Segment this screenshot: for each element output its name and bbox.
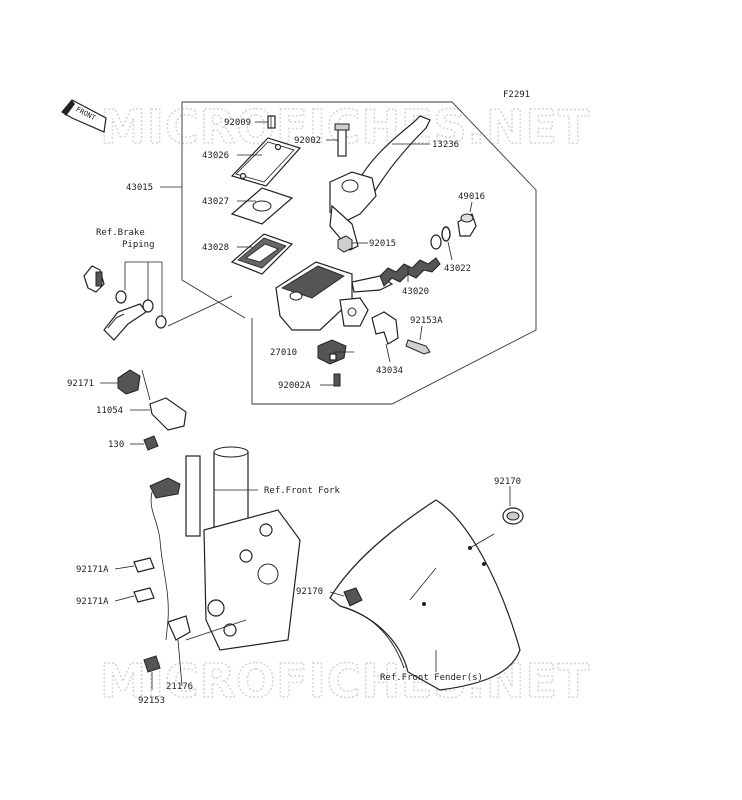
label-92170-top: 92170 <box>494 477 521 487</box>
switch-27010 <box>317 339 347 365</box>
label-21176: 21176 <box>166 682 193 692</box>
label-43015: 43015 <box>126 183 153 193</box>
pivot-bolt-92002 <box>334 123 350 157</box>
label-92153: 92153 <box>138 696 165 706</box>
label-92171A-1: 92171A <box>76 565 109 575</box>
label-92171: 92171 <box>67 379 94 389</box>
abs-sensor-wire <box>149 477 191 641</box>
leader-lines <box>100 121 511 690</box>
piston-kit-43020 <box>379 234 442 287</box>
assembly-box-left <box>181 102 246 319</box>
washer-3 <box>155 315 167 329</box>
label-43026: 43026 <box>202 151 229 161</box>
nut-92015 <box>337 235 353 253</box>
label-92171A-2: 92171A <box>76 597 109 607</box>
sensor-92171 <box>117 369 141 395</box>
clip-92171A-2 <box>133 587 155 603</box>
brake-hose-fitting <box>103 303 147 341</box>
label-49016: 49016 <box>458 192 485 202</box>
label-11054: 11054 <box>96 406 123 416</box>
label-92009: 92009 <box>224 118 251 128</box>
ref-brake-piping-line2: Piping <box>122 240 155 250</box>
diaphragm-43028 <box>230 233 294 275</box>
grommet-92170-top <box>502 507 524 525</box>
watermark-bottom: MICROFICHES.NET <box>100 654 590 708</box>
dust-boot-49016 <box>457 213 477 237</box>
label-43028: 43028 <box>202 243 229 253</box>
front-arrow-icon: FRONT <box>61 99 107 133</box>
assembly-box <box>182 101 537 405</box>
washer-2 <box>142 299 154 313</box>
label-43027: 43027 <box>202 197 229 207</box>
bolt-130 <box>143 435 159 451</box>
clamp-43034 <box>371 311 399 345</box>
screw-92002A <box>333 373 341 387</box>
diaphragm-plate-43027 <box>230 187 294 225</box>
bolt-92153 <box>143 655 161 673</box>
label-92002A: 92002A <box>278 381 311 391</box>
label-43020: 43020 <box>402 287 429 297</box>
reference-labels: Ref.Brake Piping Ref.Front Fork Ref.Fron… <box>96 228 483 683</box>
master-cylinder-body <box>275 261 394 331</box>
label-130: 130 <box>108 440 124 450</box>
figure-code: F2291 <box>503 90 530 100</box>
washer-1 <box>115 290 127 304</box>
clip-92171A-1 <box>133 557 155 573</box>
label-92170-side: 92170 <box>296 587 323 597</box>
ref-front-fork: Ref.Front Fork <box>264 486 340 496</box>
reservoir-cap-43026 <box>230 137 302 187</box>
front-fender <box>329 499 521 691</box>
banjo-bolt <box>83 265 105 293</box>
circlip-43022 <box>441 226 451 242</box>
bolt-92153A <box>405 339 431 355</box>
part-labels: 92009 92002 13236 43026 43015 43027 4901… <box>67 118 521 706</box>
label-92002: 92002 <box>294 136 321 146</box>
screw-92009 <box>267 115 276 129</box>
label-43034: 43034 <box>376 366 403 376</box>
label-27010: 27010 <box>270 348 297 358</box>
label-43022: 43022 <box>444 264 471 274</box>
ref-brake-piping-line1: Ref.Brake <box>96 228 145 238</box>
label-92153A: 92153A <box>410 316 443 326</box>
ref-front-fender: Ref.Front Fender(s) <box>380 673 483 683</box>
label-92015: 92015 <box>369 239 396 249</box>
front-fork <box>185 446 301 651</box>
label-13236: 13236 <box>432 140 459 150</box>
grommet-92170-side <box>343 587 363 607</box>
bracket-11054 <box>149 397 187 431</box>
